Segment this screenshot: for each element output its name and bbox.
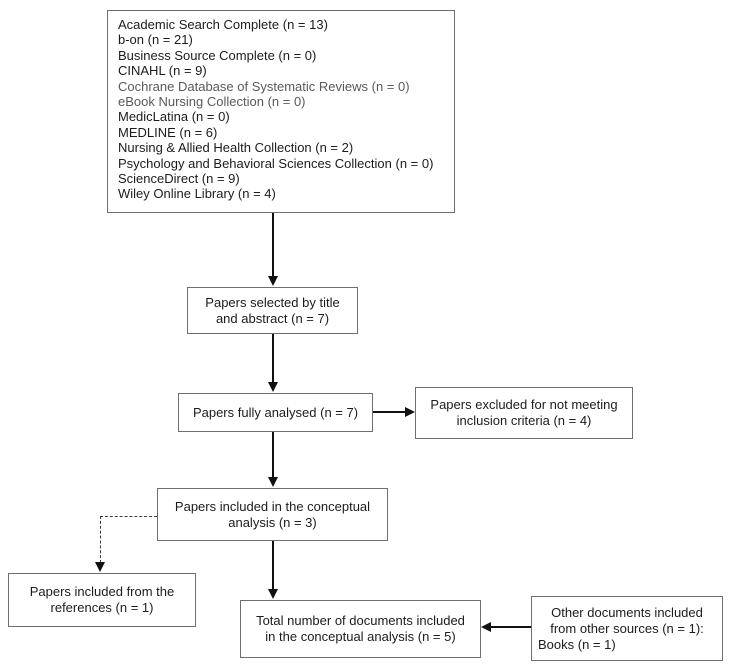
source-line: Wiley Online Library (n = 4) <box>118 186 276 202</box>
source-line: CINAHL (n = 9) <box>118 63 207 79</box>
arrowhead-left-icon <box>481 622 491 632</box>
dashed-connector-vertical <box>100 516 101 563</box>
arrowhead-right-icon <box>405 407 415 417</box>
arrowhead-down-icon <box>268 382 278 392</box>
source-line: b-on (n = 21) <box>118 32 193 48</box>
box-fully-analysed: Papers fully analysed (n = 7) <box>178 393 373 432</box>
box-text-line: and abstract (n = 7) <box>215 310 330 326</box>
source-line: Business Source Complete (n = 0) <box>118 47 317 63</box>
source-line: MEDLINE (n = 6) <box>118 124 218 140</box>
box-text-line: Papers included in the conceptual <box>174 498 371 514</box>
box-text-line: in the conceptual analysis (n = 5) <box>265 629 456 644</box>
arrow-conceptual-to-total <box>272 541 274 590</box>
box-database-sources: Academic Search Complete (n = 13) b-on (… <box>107 10 455 213</box>
source-line: MedicLatina (n = 0) <box>118 109 230 125</box>
box-text-line: references (n = 1) <box>50 600 154 615</box>
box-text-line: Papers included from the <box>29 584 175 599</box>
source-line: Psychology and Behavioral Sciences Colle… <box>118 155 434 171</box>
arrowhead-down-icon <box>268 276 278 286</box>
box-selected-by-title-abstract: Papers selected by title and abstract (n… <box>187 287 358 334</box>
box-text-line: Other documents included <box>551 604 703 620</box>
arrowhead-down-icon <box>268 589 278 599</box>
source-line: ScienceDirect (n = 9) <box>118 171 240 187</box>
box-total-documents-included: Total number of documents included in th… <box>240 600 481 658</box>
arrow-analysed-to-excluded <box>373 411 406 413</box>
source-line: Cochrane Database of Systematic Reviews … <box>118 78 410 94</box>
dashed-connector-horizontal <box>100 516 157 517</box>
arrow-sources-to-selected <box>272 213 274 277</box>
box-other-documents-included: Other documents included from other sour… <box>531 596 723 661</box>
box-included-from-references: Papers included from the references (n =… <box>8 573 196 627</box>
box-text-line: Papers excluded for not meeting <box>430 397 618 412</box>
arrow-selected-to-analysed <box>272 334 274 383</box>
box-included-conceptual-analysis: Papers included in the conceptual analys… <box>157 488 388 541</box>
box-excluded-not-meeting-criteria: Papers excluded for not meeting inclusio… <box>415 387 633 439</box>
box-text-line: analysis (n = 3) <box>228 514 317 530</box>
arrow-analysed-to-conceptual <box>272 432 274 478</box>
arrowhead-down-icon <box>95 562 105 572</box>
source-line: Nursing & Allied Health Collection (n = … <box>118 140 354 156</box>
box-text-line: from other sources (n = 1): <box>550 620 704 636</box>
source-line: eBook Nursing Collection (n = 0) <box>118 94 306 110</box>
arrowhead-down-icon <box>268 477 278 487</box>
box-text-line: Total number of documents included <box>256 613 465 628</box>
source-line: Academic Search Complete (n = 13) <box>118 17 328 32</box>
arrow-other-to-total <box>491 626 531 628</box>
box-text-line: Books (n = 1) <box>538 636 616 652</box>
box-text-line: Papers selected by title <box>205 294 340 310</box>
box-text-line: Papers fully analysed (n = 7) <box>192 404 359 420</box>
box-text-line: inclusion criteria (n = 4) <box>456 413 592 428</box>
